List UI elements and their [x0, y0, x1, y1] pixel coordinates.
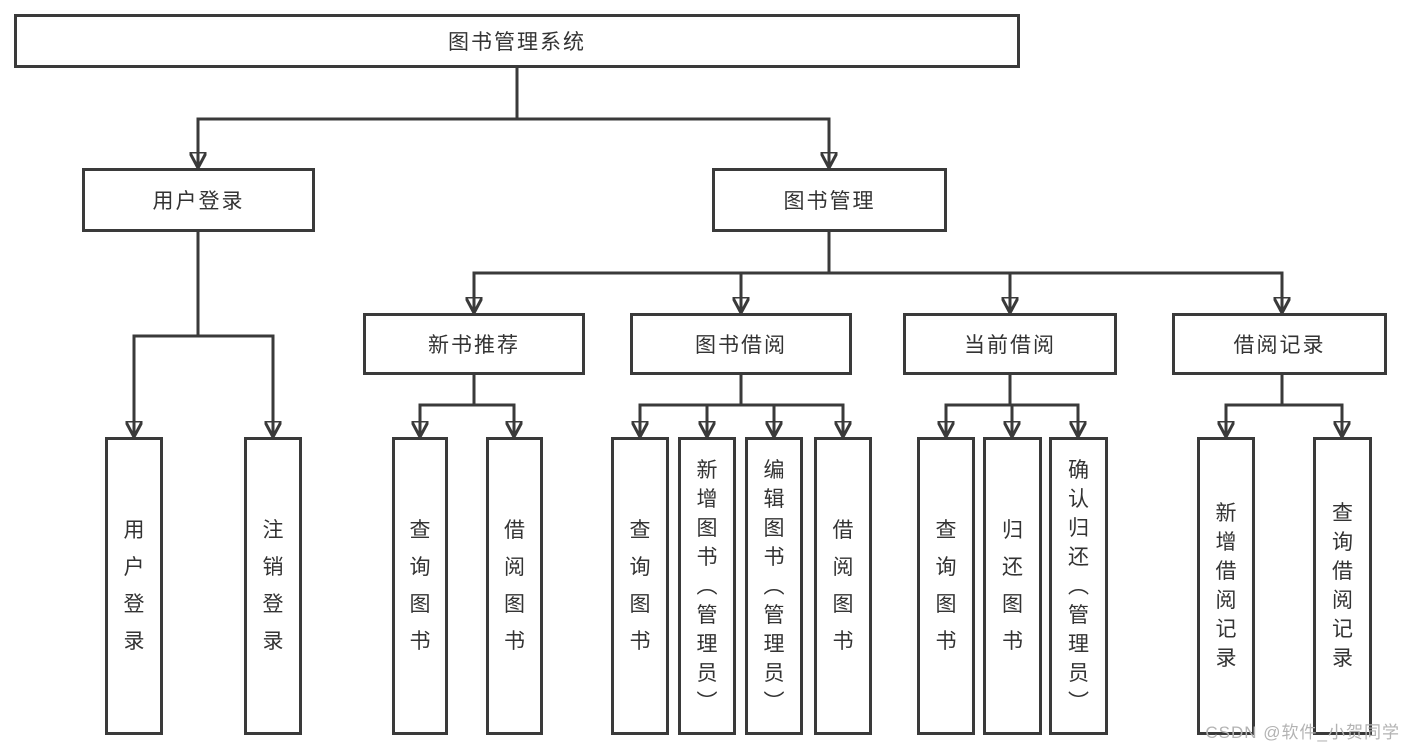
leaf-borrow-borrow: 借阅图书 [814, 437, 872, 735]
leaf-newbook-borrow: 借阅图书 [486, 437, 543, 735]
node-new-book-rec: 新书推荐 [363, 313, 585, 375]
leaf-borrow-edit-admin: 编辑图书︵管理员︶ [745, 437, 803, 735]
leaf-records-query: 查询借阅记录 [1313, 437, 1372, 735]
leaf-borrow-add-admin: 新增图书︵管理员︶ [678, 437, 736, 735]
node-borrow-records: 借阅记录 [1172, 313, 1387, 375]
leaf-borrow-query: 查询图书 [611, 437, 669, 735]
node-user-login: 用户登录 [82, 168, 315, 232]
node-book-borrow: 图书借阅 [630, 313, 852, 375]
leaf-user-login: 用户登录 [105, 437, 163, 735]
leaf-current-query: 查询图书 [917, 437, 975, 735]
leaf-current-confirm-admin: 确认归还︵管理员︶ [1049, 437, 1108, 735]
node-root: 图书管理系统 [14, 14, 1020, 68]
leaf-newbook-query: 查询图书 [392, 437, 448, 735]
leaf-records-add: 新增借阅记录 [1197, 437, 1255, 735]
node-book-mgmt: 图书管理 [712, 168, 947, 232]
leaf-current-return: 归还图书 [983, 437, 1042, 735]
leaf-logout: 注销登录 [244, 437, 302, 735]
node-current-borrow: 当前借阅 [903, 313, 1117, 375]
watermark: CSDN @软件_小贺同学 [1205, 723, 1400, 742]
